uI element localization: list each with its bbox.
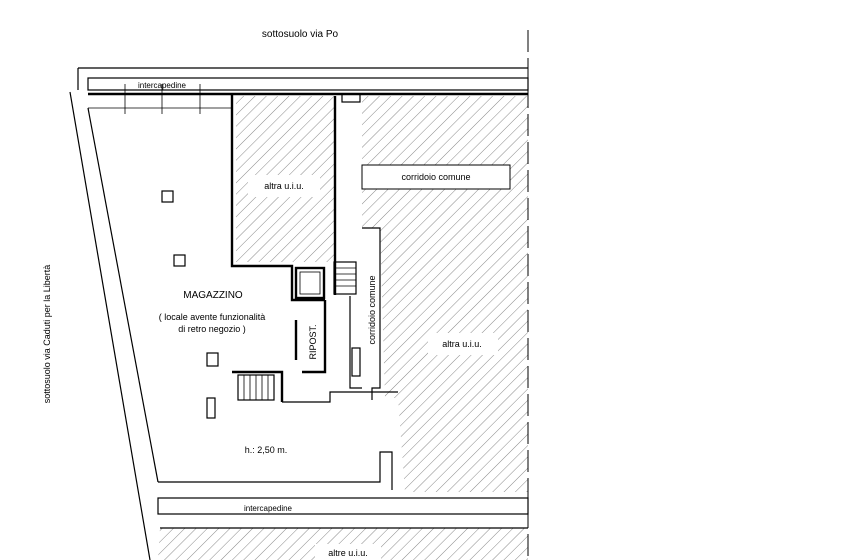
stairs-lower — [237, 374, 275, 401]
intercapedine-top-label: intercapedine — [138, 81, 187, 90]
top-opening — [341, 93, 361, 103]
stairs-upper — [333, 261, 357, 295]
corridor-left-wall — [349, 296, 362, 389]
altra-uiu-2-bg — [428, 333, 498, 355]
outer-left-wall — [69, 91, 151, 560]
altra-uiu-1-label: altra u.i.u. — [264, 181, 304, 191]
lift-car — [299, 271, 321, 295]
magazzino-title: MAGAZZINO — [183, 290, 243, 301]
altre-uiu-bg — [315, 544, 381, 560]
pillar-4 — [206, 397, 216, 419]
pillar-1 — [161, 190, 174, 203]
intercapedine-bottom-label: intercapedine — [244, 504, 293, 513]
lift-shaft — [294, 266, 326, 300]
street-left-label: sottosuolo via Caduti per la Libertà — [42, 265, 52, 404]
altra-uiu-1-bg — [248, 175, 320, 197]
magazzino-desc-2: di retro negozio ) — [178, 324, 246, 334]
magazzino-desc-1: ( locale avente funzionalità — [159, 312, 266, 322]
ripost-wall — [302, 300, 327, 374]
intercapedine-top-band — [87, 77, 529, 91]
lower-wall — [282, 391, 398, 403]
inner-left-wall — [87, 107, 159, 483]
altre-uiu-label: altre u.i.u. — [328, 548, 368, 558]
pillar-2 — [173, 254, 186, 267]
altra-uiu-1-wall — [230, 94, 325, 302]
pillar-3 — [206, 352, 219, 367]
corridoio-v-label: corridoio comune — [367, 275, 377, 344]
bottom-wall — [158, 451, 393, 490]
pillar-5 — [351, 347, 361, 377]
altra-uiu-2-label: altra u.i.u. — [442, 339, 482, 349]
lower-partition — [232, 370, 284, 402]
intercapedine-bottom-band — [157, 497, 529, 515]
hatch-right-block — [362, 96, 528, 492]
height-label: h.: 2,50 m. — [245, 445, 288, 455]
corridoio-h-label: corridoio comune — [401, 172, 470, 182]
ripost-label: RIPOST. — [308, 324, 318, 359]
corridoio-h-box — [361, 164, 511, 190]
street-top-label: sottosuolo via Po — [262, 29, 339, 40]
